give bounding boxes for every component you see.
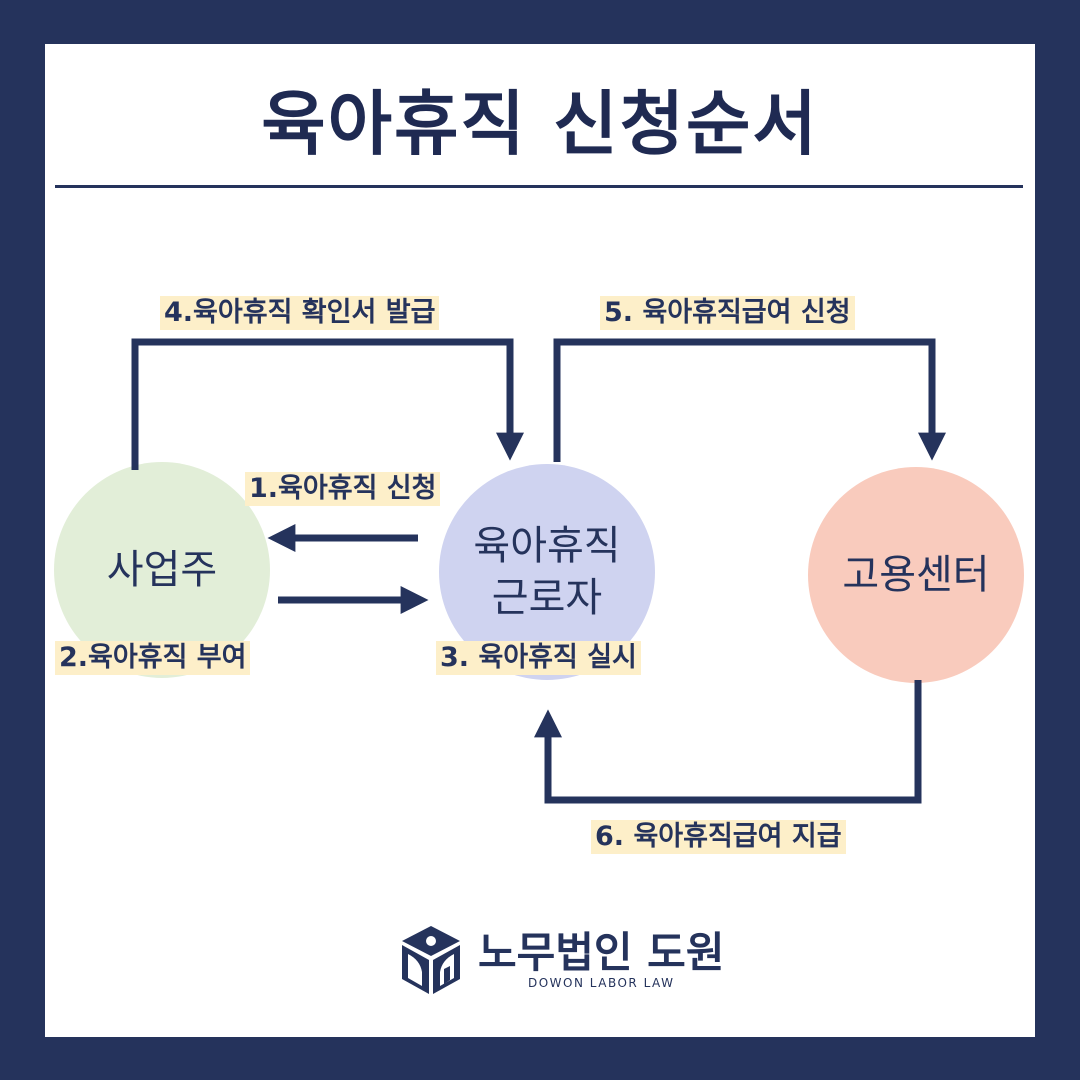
node-employer-label: 사업주 (106, 547, 218, 593)
company-logo: 노무법인 도원 DOWON LABOR LAW (398, 924, 724, 996)
step-3-label: 3. 육아휴직 실시 (436, 641, 641, 675)
node-worker-label-1: 육아휴직 (473, 523, 621, 569)
node-worker-label-2: 근로자 (491, 575, 603, 621)
arrow-step6 (534, 680, 922, 804)
step-6-label: 6. 육아휴직급여 지급 (591, 820, 846, 854)
title-divider (55, 185, 1023, 188)
logo-name-ko: 노무법인 도원 (478, 928, 725, 977)
node-center-label: 고용센터 (842, 552, 990, 598)
page-title: 육아휴직 신청순서 (261, 83, 819, 165)
arrow-step5 (553, 338, 946, 462)
step-2-label: 2.육아휴직 부여 (55, 641, 251, 675)
step-4-label: 4.육아휴직 확인서 발급 (160, 296, 440, 330)
arrow-step4 (131, 338, 524, 470)
node-employment-center: 고용센터 (808, 467, 1024, 683)
step-5-label: 5. 육아휴직급여 신청 (600, 296, 855, 330)
logo-name-en: DOWON LABOR LAW (528, 976, 675, 990)
cube-logo-icon (402, 926, 460, 994)
step-1-label: 1.육아휴직 신청 (245, 472, 441, 506)
